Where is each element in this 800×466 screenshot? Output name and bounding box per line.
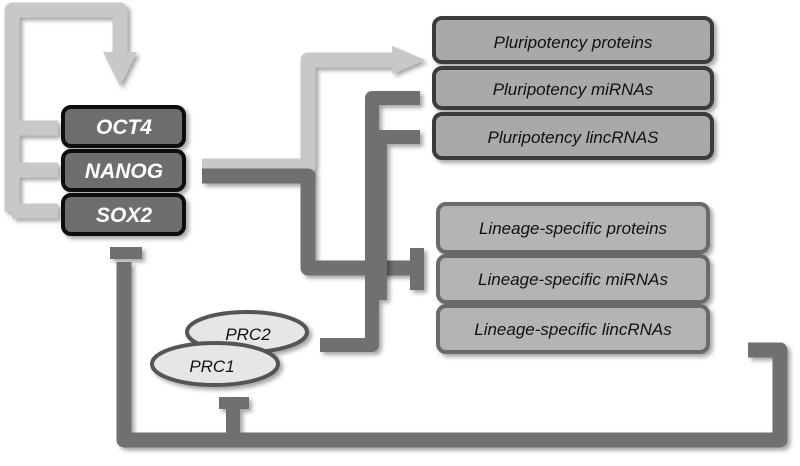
prc2-inhibition-lines: [320, 91, 420, 352]
pluripotency-lincrnas-box: [432, 112, 714, 160]
lineage-proteins-label: Lineage-specific proteins: [479, 219, 668, 238]
prc2-label: PRC2: [225, 325, 271, 344]
prc1-label: PRC1: [189, 357, 234, 376]
inhibition-line: [202, 168, 420, 276]
autoregulation-loop: [4, 2, 128, 219]
activation-arrowhead: [392, 46, 425, 74]
lineage-targets: [436, 202, 710, 354]
lineage-mirnas-box: [436, 254, 710, 304]
sox2-box: [61, 193, 186, 236]
pluripotency-mirnas-box: [432, 66, 714, 110]
pluripotency-mirnas-label: Pluripotency miRNAs: [493, 80, 654, 99]
prc1-ellipse: [150, 341, 280, 387]
inhibition-bar: [410, 248, 424, 290]
prc2-to-mirnas-line: [320, 91, 420, 352]
lineage-lincrnas-box: [436, 304, 710, 354]
lineage-proteins-box: [436, 202, 710, 254]
nanog-box: [61, 149, 186, 192]
oct4-label: OCT4: [96, 116, 152, 139]
feedback-line: [116, 262, 788, 448]
pluripotency-targets: [432, 16, 714, 160]
inhibition-core-to-lineage: [202, 168, 424, 290]
activation-line: [202, 52, 400, 174]
oct4-box: [61, 105, 186, 148]
prc2-to-lincrnas-line: [373, 130, 420, 300]
core-factors: [61, 105, 186, 236]
prc1-inhibition-bar: [219, 397, 249, 409]
autoregulation-line: [4, 2, 128, 212]
polycomb-complexes: [150, 310, 309, 387]
pluripotency-proteins-box: [432, 16, 714, 64]
lineage-lincrnas-label: Lineage-specific lincRNAs: [474, 320, 672, 339]
autoregulation-arrowhead: [103, 52, 137, 86]
activation-arrow-pluripotency: [202, 46, 425, 174]
pluripotency-lincrnas-label: Pluripotency lincRNAS: [487, 128, 659, 147]
pluripotency-proteins-label: Pluripotency proteins: [494, 33, 653, 52]
nanog-label: NANOG: [85, 160, 163, 183]
sox2-inhibition-bar: [110, 247, 142, 259]
sox2-label: SOX2: [96, 204, 152, 227]
lineage-feedback-loop: [110, 247, 788, 448]
lineage-mirnas-label: Lineage-specific miRNAs: [478, 270, 668, 289]
